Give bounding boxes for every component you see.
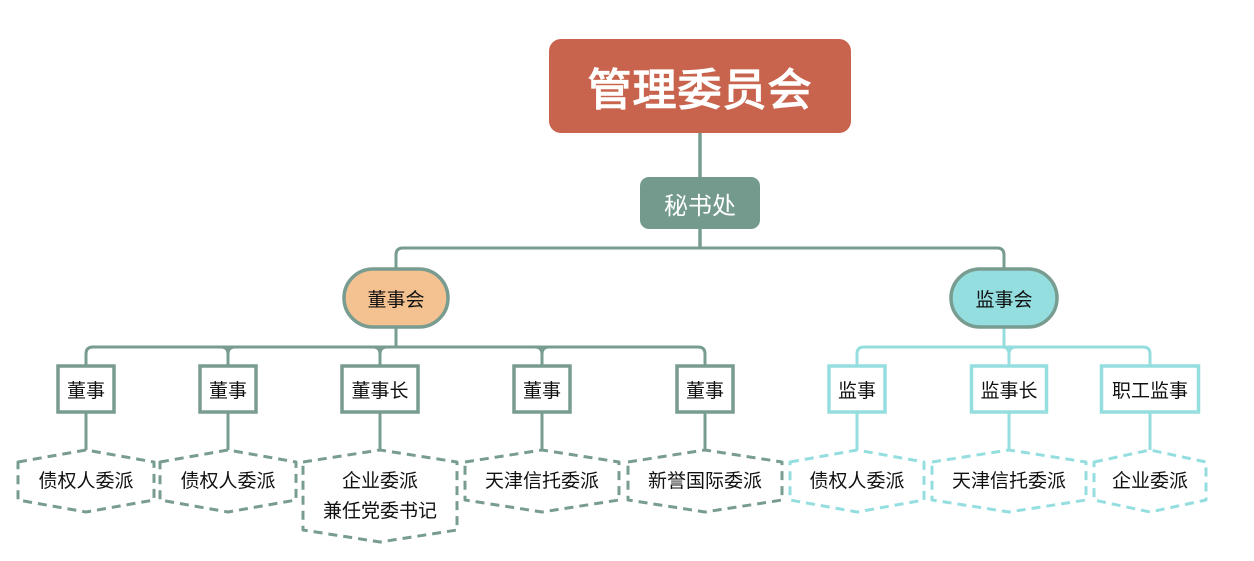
appointment-label: 天津信托委派 <box>932 450 1086 512</box>
member-node <box>827 364 887 414</box>
branch-label-supervisory: 监事会 <box>975 288 1033 311</box>
root-node-label: 管理委员会 <box>587 65 813 116</box>
member-role-label: 监事长 <box>980 379 1038 402</box>
appointment-node <box>930 448 1088 514</box>
member-node <box>340 364 420 414</box>
connector-secretariat-branches <box>394 246 1006 269</box>
appointment-node <box>158 448 298 514</box>
member-role-label: 监事 <box>837 379 876 402</box>
appointment-label-line: 天津信托委派 <box>484 470 599 492</box>
appointment-label-line: 债权人委派 <box>38 470 134 492</box>
connector-member-drop <box>220 345 236 366</box>
member-node <box>56 364 116 414</box>
appointment-node <box>626 448 784 514</box>
appointment-label-line: 新誉国际委派 <box>647 470 762 492</box>
member-node <box>675 364 735 414</box>
appointment-label: 债权人委派 <box>18 450 154 512</box>
secretariat-node <box>640 177 760 229</box>
member-node <box>969 364 1049 414</box>
branch-label-board: 董事会 <box>367 288 425 311</box>
appointment-label-line: 天津信托委派 <box>951 470 1066 492</box>
appointment-node <box>463 448 621 514</box>
member-role-label: 董事 <box>522 379 561 402</box>
root-node <box>549 39 851 133</box>
appointment-label-line: 企业委派 <box>341 470 418 492</box>
appointment-label-line: 企业委派 <box>1111 470 1188 492</box>
appointment-node <box>301 448 459 544</box>
connector-member-drop <box>1142 345 1152 366</box>
secretariat-node-label: 秘书处 <box>664 191 736 220</box>
appointment-label: 企业委派兼任党委书记 <box>303 450 457 542</box>
member-node <box>512 364 572 414</box>
appointment-label-line: 债权人委派 <box>809 470 905 492</box>
connector-member-drop <box>855 345 865 366</box>
connector-member-drop <box>697 345 707 366</box>
member-node <box>1099 364 1201 414</box>
appointment-label: 企业委派 <box>1094 450 1206 512</box>
appointment-label-line: 兼任党委书记 <box>322 500 437 522</box>
appointment-label: 新誉国际委派 <box>628 450 782 512</box>
member-node <box>198 364 258 414</box>
appointment-node <box>1092 448 1208 514</box>
branch-node-board <box>342 267 450 329</box>
member-role-label: 董事 <box>685 379 724 402</box>
connector-member-drop <box>372 345 388 366</box>
appointment-label: 债权人委派 <box>160 450 296 512</box>
member-role-label: 职工监事 <box>1111 379 1188 402</box>
appointment-label: 债权人委派 <box>790 450 924 512</box>
appointment-label-line: 债权人委派 <box>180 470 276 492</box>
connector-member-drop <box>84 345 94 366</box>
branch-node-supervisory <box>949 267 1059 329</box>
member-role-label: 董事长 <box>351 379 409 402</box>
appointment-node <box>788 448 926 514</box>
appointment-label: 天津信托委派 <box>465 450 619 512</box>
connector-member-drop <box>534 345 550 366</box>
appointment-node <box>16 448 156 514</box>
connector-member-drop <box>1001 345 1017 366</box>
member-role-label: 董事 <box>208 379 247 402</box>
member-role-label: 董事 <box>66 379 105 402</box>
